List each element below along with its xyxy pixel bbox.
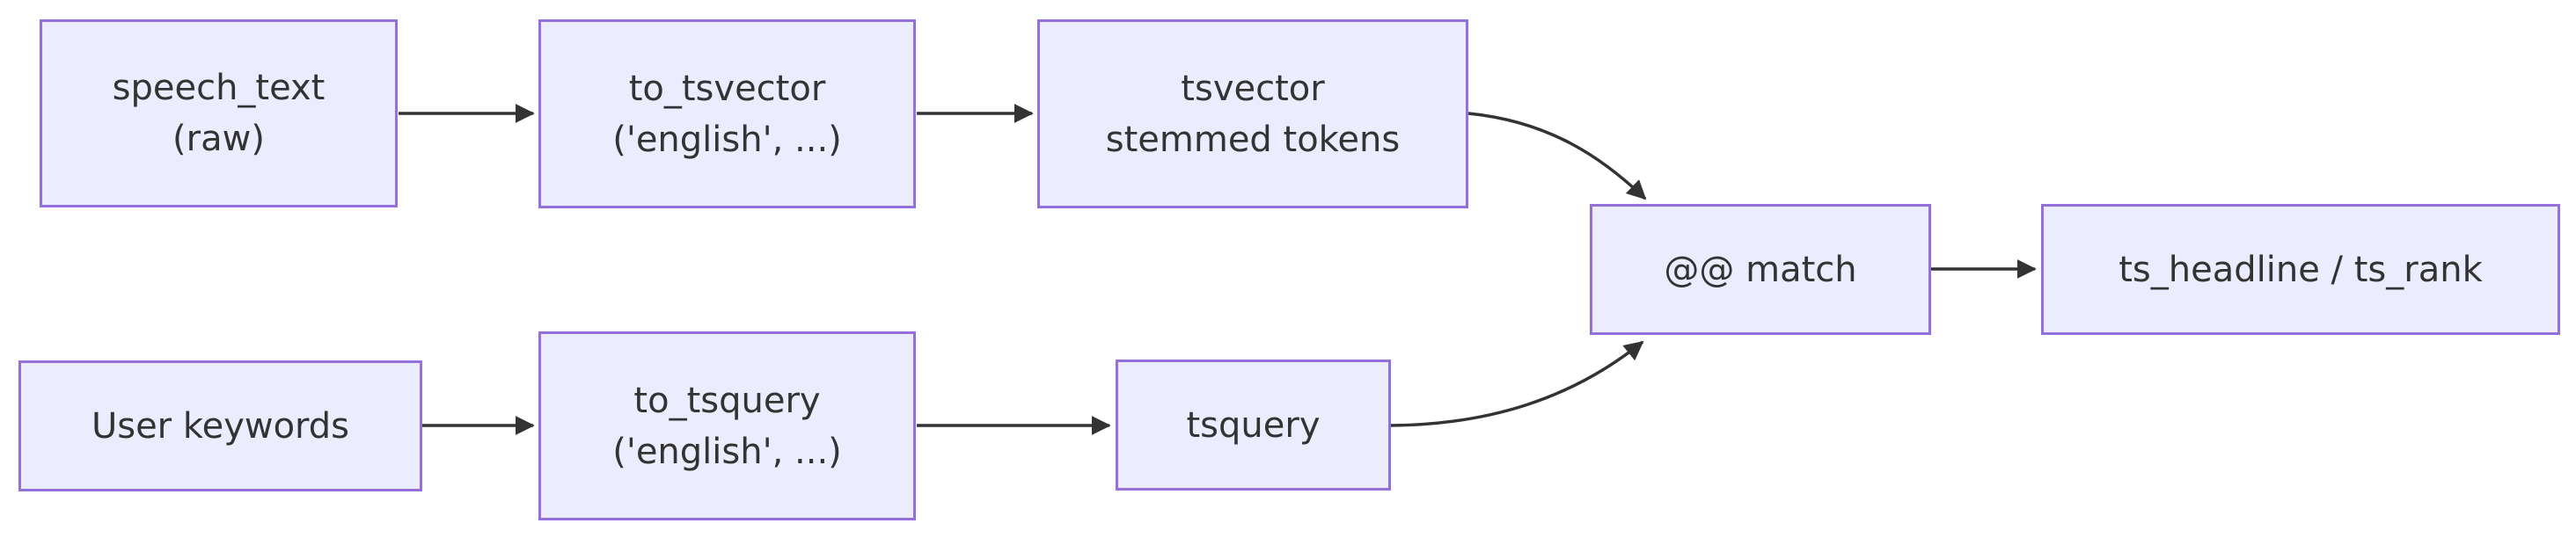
node-to-tsquery: to_tsquery ('english', ...) <box>538 331 916 520</box>
node-match-label: @@ match <box>1664 249 1857 290</box>
node-tsvector-label-line2: stemmed tokens <box>1105 119 1401 160</box>
node-to-tsvector-label-line1: to_tsvector <box>628 68 826 109</box>
node-user-keywords-label: User keywords <box>91 405 350 447</box>
node-to-tsquery-label-line1: to_tsquery <box>633 380 821 421</box>
node-to-tsquery-label-line2: ('english', ...) <box>612 431 842 472</box>
node-user-keywords: User keywords <box>18 360 422 491</box>
edge-tsquery-to-match <box>1390 340 1644 427</box>
node-tsquery-label: tsquery <box>1186 404 1321 446</box>
node-speech-text: speech_text (raw) <box>40 19 398 207</box>
edge-tsvector-to-match <box>1467 112 1647 200</box>
node-tsvector-label-line1: tsvector <box>1181 68 1325 109</box>
node-to-tsvector-label-line2: ('english', ...) <box>612 119 842 160</box>
node-tsquery: tsquery <box>1116 360 1391 491</box>
node-speech-text-label-line2: (raw) <box>172 119 265 159</box>
node-tsvector: tsvector stemmed tokens <box>1037 19 1468 208</box>
node-to-tsvector: to_tsvector ('english', ...) <box>538 19 916 208</box>
node-ts-headline-label: ts_headline / ts_rank <box>2119 249 2483 290</box>
node-ts-headline: ts_headline / ts_rank <box>2041 204 2560 335</box>
node-match: @@ match <box>1590 204 1931 335</box>
node-speech-text-label-line1: speech_text <box>112 68 326 108</box>
